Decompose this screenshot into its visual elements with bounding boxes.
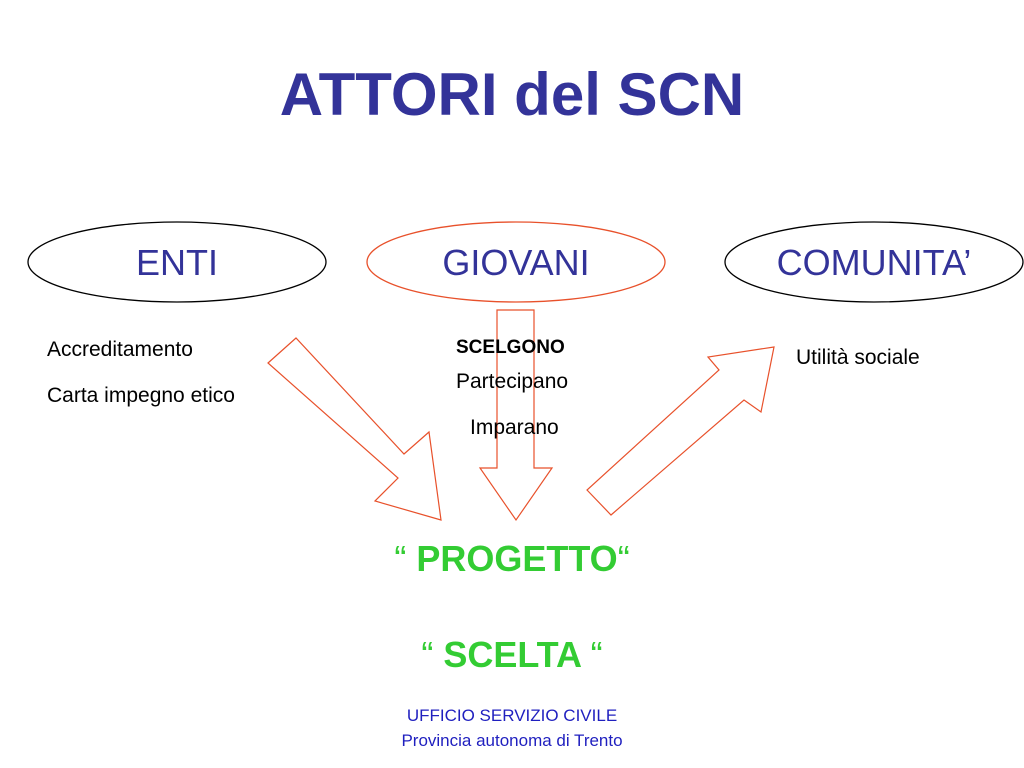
giovani-note-partecipano: Partecipano <box>456 370 569 393</box>
scelta-label: SCELTA <box>443 634 581 675</box>
outcome-scelta: “ SCELTA “ <box>0 634 1024 676</box>
progetto-label: PROGETTO <box>416 538 618 579</box>
comunita-ellipse <box>724 221 1024 303</box>
quote-open: “ <box>421 634 434 675</box>
footer-office: UFFICIO SERVIZIO CIVILE <box>406 706 618 725</box>
arrow-enti-to-progetto <box>267 337 442 521</box>
giovani-note-imparano: Imparano <box>470 416 559 439</box>
quote-open: “ <box>394 538 407 579</box>
giovani-ellipse <box>366 221 666 303</box>
footer-province: Provincia autonoma di Trento <box>401 731 623 750</box>
arrow-progetto-to-comunita <box>586 346 775 516</box>
enti-ellipse <box>27 221 327 303</box>
outcome-progetto: “ PROGETTO“ <box>0 538 1024 580</box>
actor-enti-label: ENTI <box>135 242 218 283</box>
slide-title: ATTORI del SCN <box>279 61 745 128</box>
actor-comunita-label: COMUNITA’ <box>776 242 972 283</box>
actor-giovani-label: GIOVANI <box>442 242 590 283</box>
arrow-giovani-to-progetto <box>478 309 554 522</box>
giovani-note-scelgono: SCELGONO <box>456 337 565 358</box>
comunita-note-utilita: Utilità sociale <box>796 346 920 369</box>
quote-close: “ <box>617 538 630 579</box>
enti-note-accreditamento: Accreditamento <box>47 338 193 361</box>
quote-close: “ <box>590 634 603 675</box>
enti-note-carta-impegno: Carta impegno etico <box>47 384 235 407</box>
